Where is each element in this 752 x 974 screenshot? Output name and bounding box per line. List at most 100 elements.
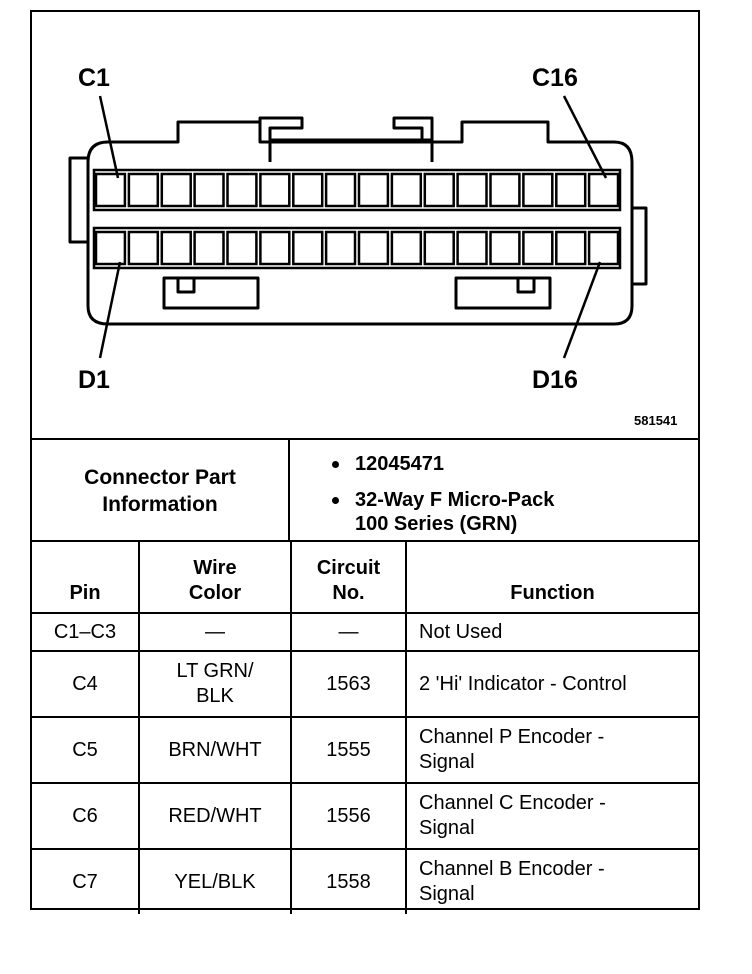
pin-cavity-c2 [127, 172, 160, 208]
pin-cavity-d16 [587, 230, 620, 266]
pin-cavity-d1 [94, 230, 127, 266]
cell-function: Channel C Encoder - Signal [405, 782, 698, 850]
cell-pin: C4 [32, 650, 140, 718]
pin-cavity-d13 [489, 230, 521, 266]
header-circuit: Circuit No. [290, 540, 407, 614]
function-line2: Signal [419, 817, 475, 839]
table-row: C7 YEL/BLK 1558 Channel B Encoder - Sign… [32, 848, 698, 914]
header-wire-color: Wire Color [138, 540, 292, 614]
info-item-description: 32-Way F Micro-Pack 100 Series (GRN) [330, 488, 698, 536]
pin-table: Pin Wire Color Circuit No. Function C1–C… [32, 540, 698, 914]
pin-cavity-c16 [587, 172, 620, 208]
header-function: Function [405, 540, 698, 614]
cell-wire-color: YEL/BLK [138, 848, 292, 914]
right-side-tab [632, 206, 648, 286]
pin-label-d16: D16 [532, 366, 578, 394]
table-row: C1–C3 — — Not Used [32, 612, 698, 652]
pin-cavity-d2 [127, 230, 160, 266]
connector-part-info-label: Connector Part Information [32, 440, 290, 542]
cell-wire-color: — [138, 612, 292, 652]
pin-cavity-c1 [94, 172, 127, 208]
header-circuit-line1: Circuit [316, 557, 381, 579]
bottom-left-lock [162, 276, 260, 310]
function-line2: Signal [419, 751, 475, 773]
function-line2: Signal [419, 883, 475, 905]
header-wire-color-line2: Color [188, 582, 242, 604]
pin-cavity-d8 [324, 230, 357, 266]
cell-wire-color: RED/WHT [138, 782, 292, 850]
wire-color-line2: BLK [196, 685, 234, 707]
pin-cavity-d12 [456, 230, 488, 266]
pin-cavity-d7 [292, 230, 324, 266]
top-latch [258, 116, 304, 142]
connector-part-info-list: 12045471 32-Way F Micro-Pack 100 Series … [290, 440, 698, 542]
function-line1: Channel P Encoder - [419, 726, 605, 748]
pin-cavity-c11 [423, 172, 455, 208]
info-item-part-number: 12045471 [330, 452, 698, 476]
top-latch-bridge [268, 138, 434, 162]
cell-function: Channel P Encoder - Signal [405, 716, 698, 784]
header-circuit-line2: No. [332, 582, 365, 604]
header-pin: Pin [32, 540, 140, 614]
bullet-icon [332, 497, 339, 504]
table-row: C6 RED/WHT 1556 Channel C Encoder - Sign… [32, 782, 698, 850]
pin-cavity-c12 [456, 172, 488, 208]
pin-cavity-c8 [324, 172, 357, 208]
pin-cavity-d4 [193, 230, 225, 266]
cell-pin: C5 [32, 716, 140, 784]
connector-sheet: C1 C16 D1 D16 581541 Connector Part Info… [30, 10, 700, 914]
pin-cavity-c3 [160, 172, 192, 208]
cell-wire-color: LT GRN/ BLK [138, 650, 292, 718]
info-item-line1: 32-Way F Micro-Pack [355, 489, 555, 511]
pin-cavity-c6 [259, 172, 291, 208]
cell-function: Channel B Encoder - Signal [405, 848, 698, 914]
c-row-frame [92, 168, 622, 212]
pin-cavity-c15 [555, 172, 587, 208]
info-label-line2: Information [102, 493, 218, 516]
cell-function: 2 'Hi' Indicator - Control [405, 650, 698, 718]
figure-number: 581541 [634, 413, 678, 428]
d-row-frame [92, 226, 622, 270]
cell-pin: C1–C3 [32, 612, 140, 652]
info-item-line1: 12045471 [355, 453, 444, 475]
pin-cavity-c13 [489, 172, 521, 208]
pin-cavity-d14 [522, 230, 554, 266]
cell-circuit: — [290, 612, 407, 652]
bottom-left-lock-notch [176, 276, 196, 294]
pin-label-d1: D1 [78, 366, 110, 394]
pin-label-c1: C1 [78, 64, 110, 92]
c16-leader [562, 95, 608, 179]
connector-diagram: C1 C16 D1 D16 581541 [32, 12, 698, 438]
cell-circuit: 1563 [290, 650, 407, 718]
pin-cavity-d3 [160, 230, 192, 266]
function-line1: Channel B Encoder - [419, 858, 605, 880]
header-wire-color-line1: Wire [193, 557, 237, 579]
pin-cavity-d5 [226, 230, 258, 266]
bullet-icon [332, 461, 339, 468]
top-latch-right [392, 116, 434, 140]
pin-cavity-c4 [193, 172, 225, 208]
table-header-row: Pin Wire Color Circuit No. Function [32, 540, 698, 614]
pin-cavity-d9 [357, 230, 390, 266]
pin-label-c16: C16 [532, 64, 578, 92]
function-line1: Channel C Encoder - [419, 792, 606, 814]
left-side-tab [68, 156, 88, 244]
d16-leader [562, 261, 602, 359]
cell-pin: C6 [32, 782, 140, 850]
cell-wire-color: BRN/WHT [138, 716, 292, 784]
pin-cavity-c10 [390, 172, 423, 208]
cell-circuit: 1558 [290, 848, 407, 914]
table-row: C4 LT GRN/ BLK 1563 2 'Hi' Indicator - C… [32, 650, 698, 718]
info-item-line2: 100 Series (GRN) [355, 513, 518, 535]
table-row: C5 BRN/WHT 1555 Channel P Encoder - Sign… [32, 716, 698, 784]
info-label-line1: Connector Part [84, 466, 236, 489]
cell-pin: C7 [32, 848, 140, 914]
pin-cavity-d6 [259, 230, 291, 266]
cell-circuit: 1556 [290, 782, 407, 850]
pin-cavity-c14 [522, 172, 554, 208]
c1-leader [98, 95, 120, 179]
pin-cavity-c9 [357, 172, 390, 208]
pin-cavity-d10 [390, 230, 423, 266]
connector-part-info: Connector Part Information 12045471 32-W… [32, 438, 698, 542]
bottom-right-lock-notch [516, 276, 536, 294]
